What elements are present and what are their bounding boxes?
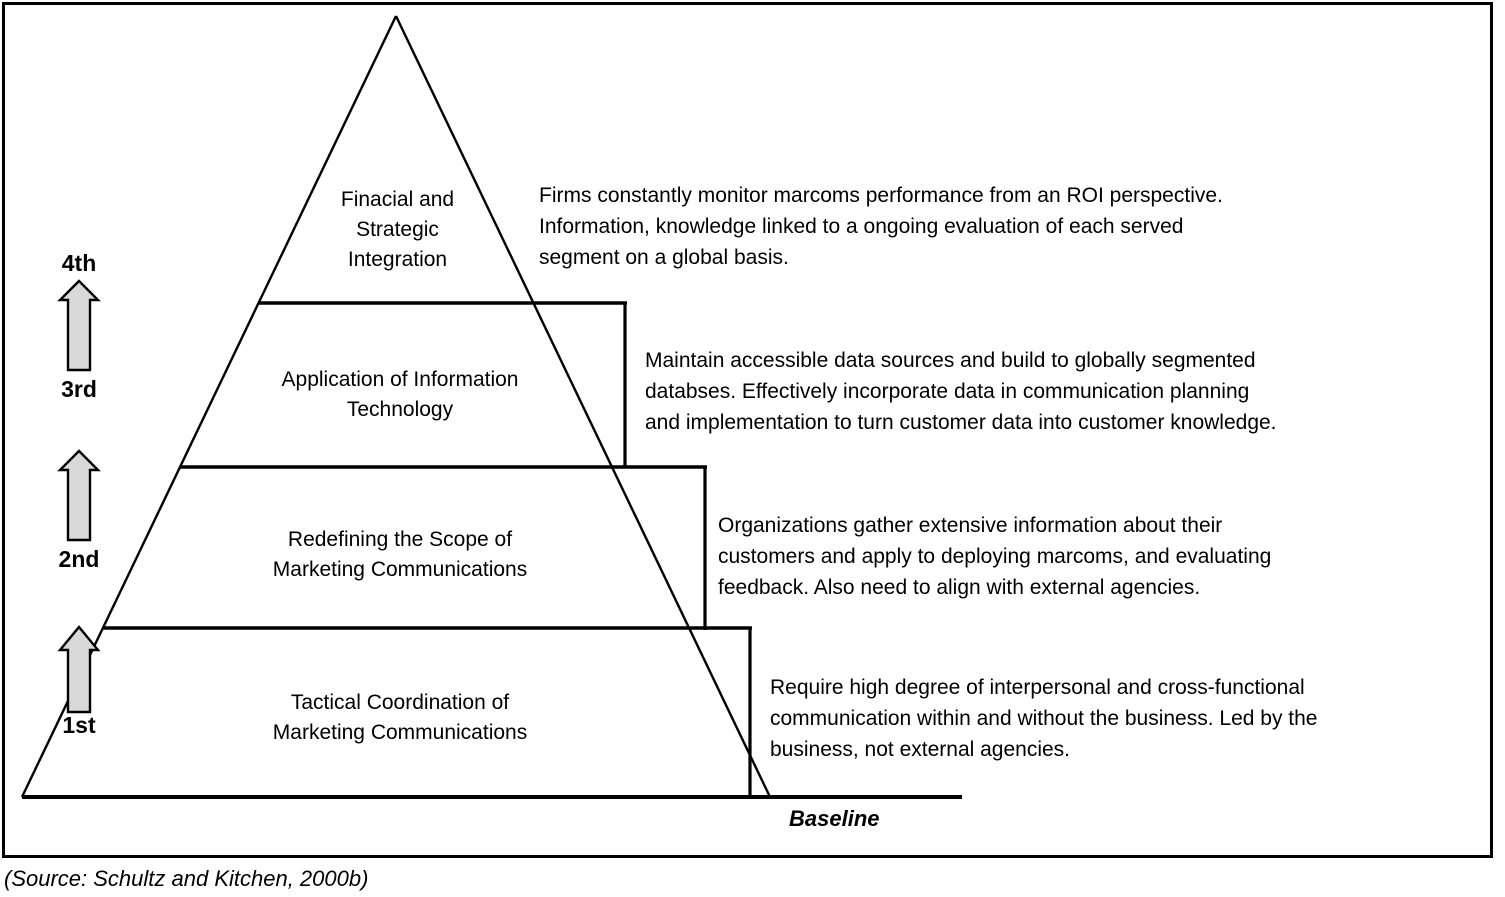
ordinal-marker-3rd: 3rd: [61, 376, 97, 402]
description-1st: Require high degree of interpersonal and…: [770, 676, 1318, 761]
ordinal-marker-4th: 4th: [61, 250, 97, 276]
tier-label-4th: Finacial and Strategic Integration: [340, 188, 455, 271]
arrow-3rd-to-4th: [57, 279, 101, 372]
description-2nd: Organizations gather extensive informati…: [718, 514, 1272, 599]
figure-border: [2, 2, 1493, 858]
description-3rd: Maintain accessible data sources and bui…: [645, 349, 1277, 434]
tier-divider-2nd: [103, 626, 752, 798]
tier-divider-3rd: [180, 465, 707, 630]
tier-label-1st: Tactical Coordination of Marketing Commu…: [272, 691, 528, 744]
arrow-2nd-to-3rd: [57, 449, 101, 542]
source-citation: (Source: Schultz and Kitchen, 2000b): [4, 866, 369, 891]
tier-label-2nd: Redefining the Scope of Marketing Commun…: [272, 528, 528, 581]
tier-divider-4th: [259, 301, 627, 468]
ordinal-marker-1st: 1st: [62, 712, 96, 738]
description-4th: Firms constantly monitor marcoms perform…: [539, 184, 1223, 269]
baseline-label: Baseline: [789, 806, 880, 831]
ordinal-marker-2nd: 2nd: [58, 546, 100, 572]
tier-label-3rd: Application of Information Technology: [281, 368, 519, 421]
arrow-1st-to-2nd: [57, 625, 101, 714]
